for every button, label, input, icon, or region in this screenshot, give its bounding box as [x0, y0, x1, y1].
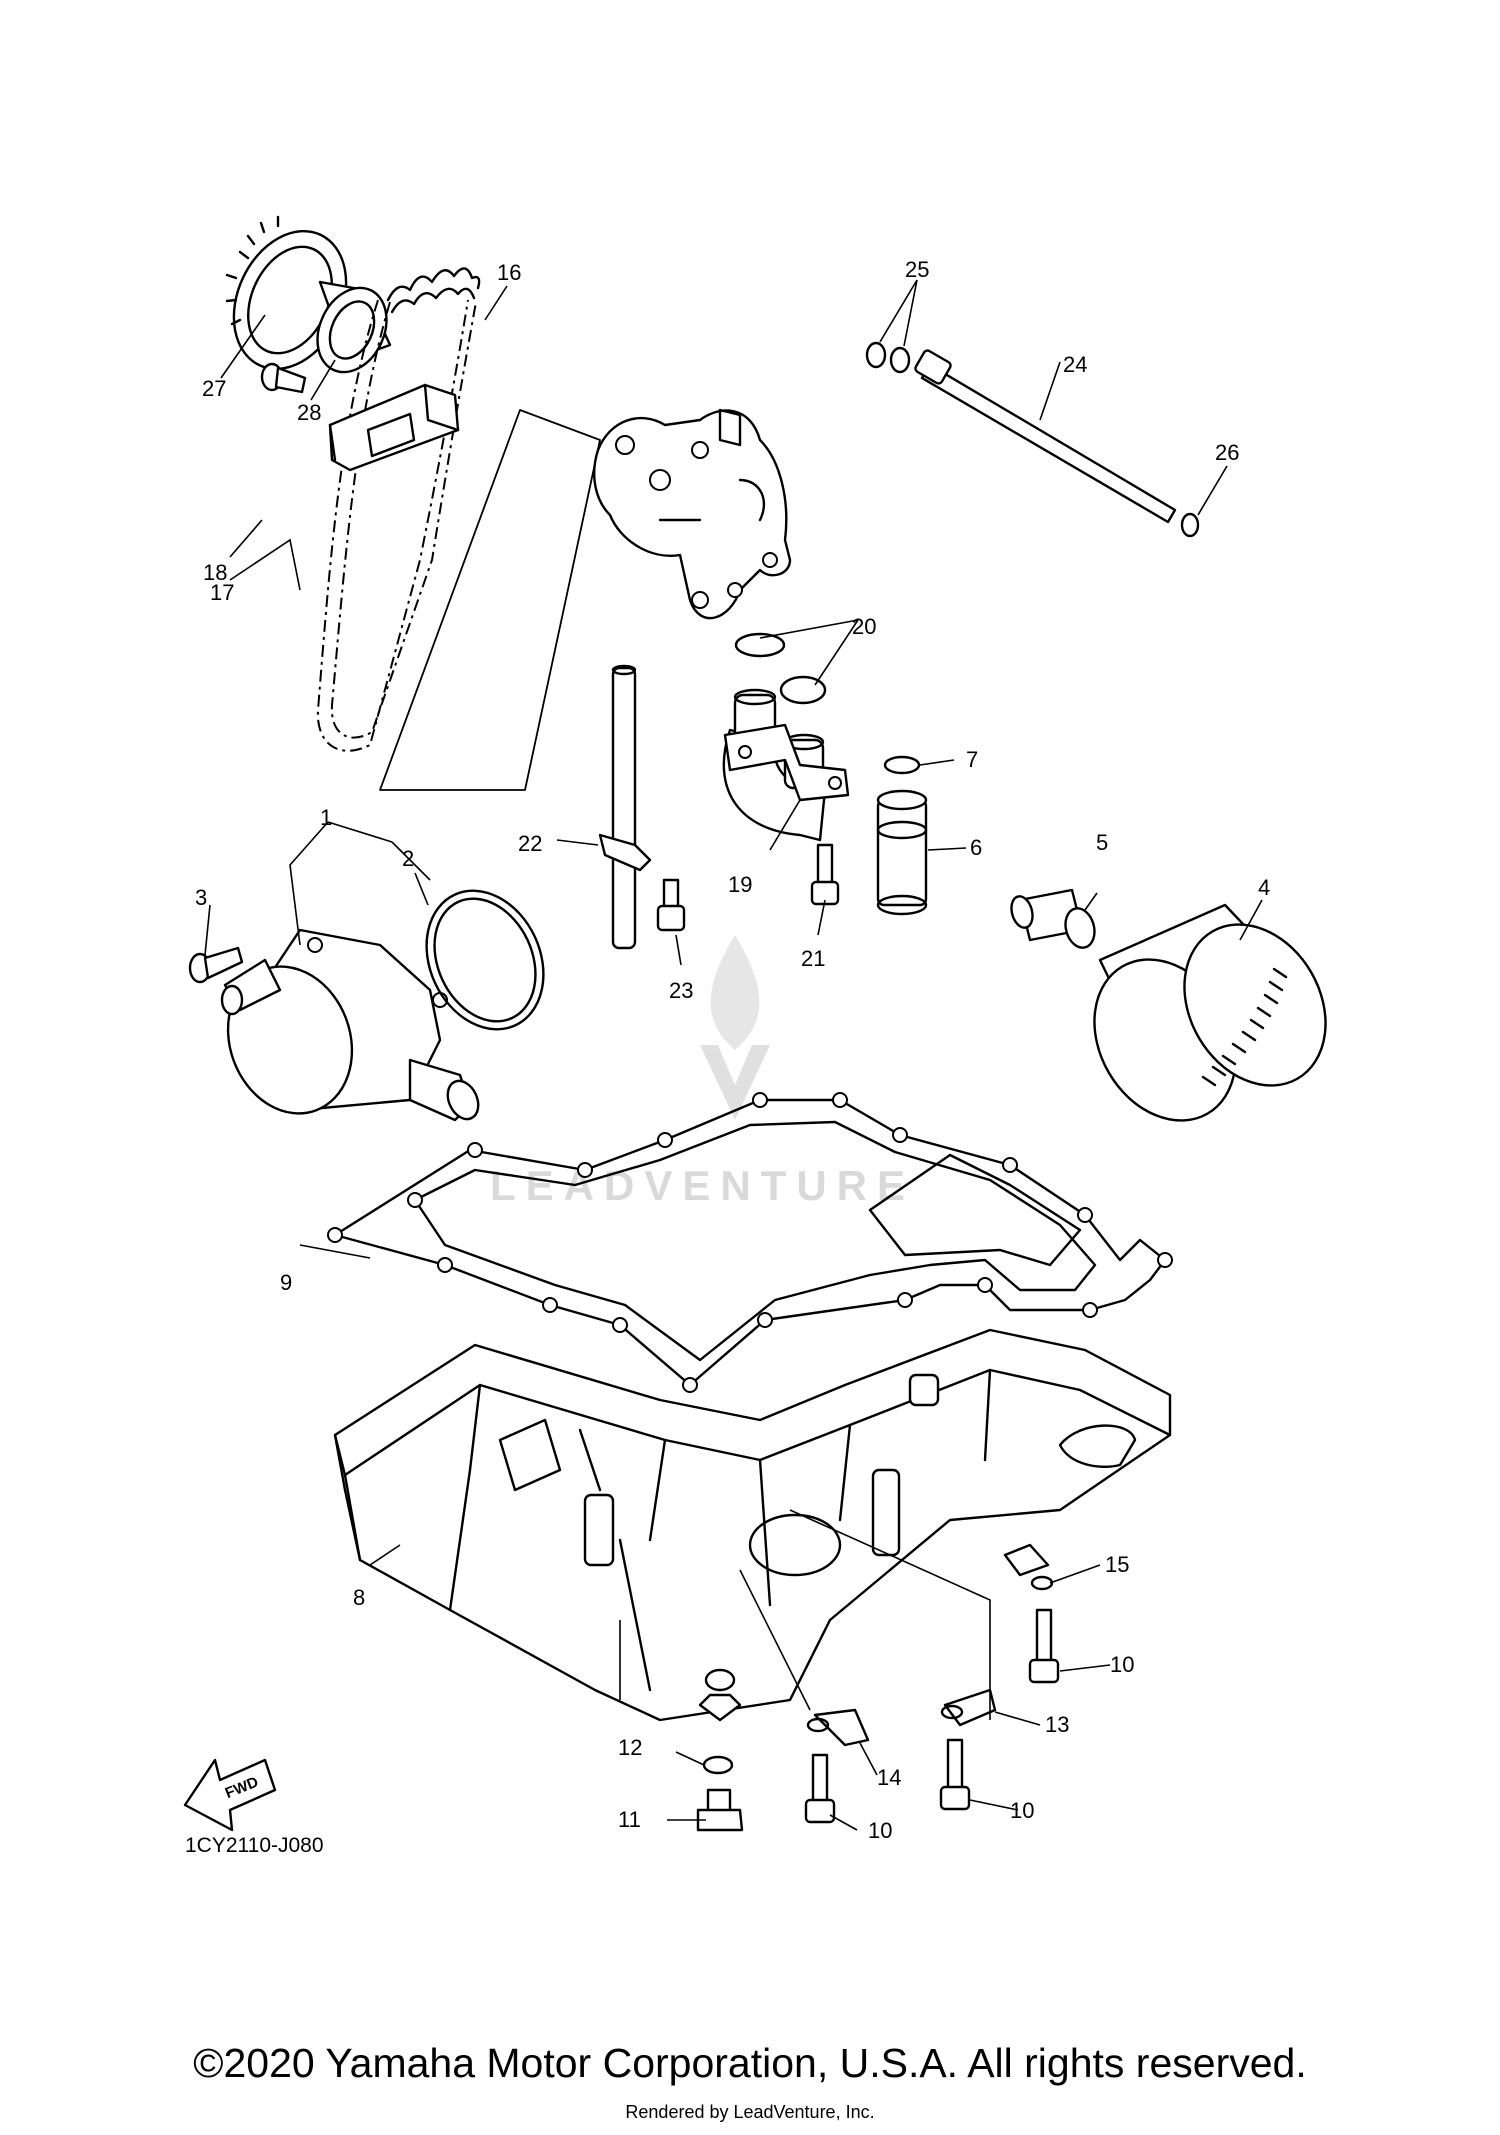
- clamp-13: [940, 1688, 997, 1727]
- bolt-18: [260, 362, 307, 394]
- o-ring-26: [1180, 512, 1200, 538]
- oil-delivery-pipe-24: [914, 349, 1177, 524]
- callout-4: 4: [1258, 875, 1270, 900]
- relief-valve-6: [876, 789, 928, 916]
- gasket-2: [425, 889, 545, 1031]
- leadventure-watermark: LEADVENTURE: [490, 935, 915, 1209]
- watermark-text: LEADVENTURE: [490, 1162, 915, 1209]
- union-bolt-5: [1010, 888, 1096, 949]
- callout-14: 14: [877, 1765, 901, 1790]
- callout-2: 2: [402, 846, 414, 871]
- callout-10b: 10: [868, 1818, 892, 1843]
- callout-17: 17: [210, 580, 234, 605]
- callout-22: 22: [518, 831, 542, 856]
- o-ring-20b: [779, 675, 827, 705]
- clamp-14: [806, 1708, 870, 1747]
- copyright-notice: ©2020 Yamaha Motor Corporation, U.S.A. A…: [193, 2040, 1307, 2086]
- oil-filter-4: [1093, 903, 1327, 1122]
- o-ring-25b: [889, 346, 911, 374]
- bolt-10b: [804, 1753, 836, 1824]
- callout-10a: 10: [1110, 1652, 1134, 1677]
- callout-21: 21: [801, 946, 825, 971]
- callout-26: 26: [1215, 440, 1239, 465]
- oil-pipe-19: [722, 688, 850, 842]
- rendered-by-notice: Rendered by LeadVenture, Inc.: [625, 2102, 875, 2122]
- callout-10c: 10: [1010, 1798, 1034, 1823]
- callout-25: 25: [905, 257, 929, 282]
- callout-19: 19: [728, 872, 752, 897]
- callout-8: 8: [353, 1585, 365, 1610]
- o-ring-7: [883, 755, 921, 775]
- bolt-23: [656, 878, 686, 932]
- callout-12: 12: [618, 1735, 642, 1760]
- callout-18: 18: [203, 560, 227, 585]
- callout-11: 11: [618, 1807, 641, 1832]
- oil-pan-8: [333, 1328, 1172, 1722]
- callout-9: 9: [280, 1270, 292, 1295]
- callout-20: 20: [852, 614, 876, 639]
- callout-numbers: 1 2 3 4 5 6 7 8 9 10 10 10 10 11 12 13 1…: [195, 257, 1270, 1843]
- bolt-3: [188, 946, 244, 984]
- callout-27: 27: [202, 376, 226, 401]
- callout-5: 5: [1096, 830, 1108, 855]
- callout-28: 28: [297, 400, 321, 425]
- callout-24: 24: [1063, 352, 1087, 377]
- drain-bolt-11: [696, 1788, 744, 1832]
- oil-cooler-1: [220, 928, 480, 1122]
- callout-6: 6: [970, 835, 982, 860]
- figure-code: 1CY2110-J080: [185, 1834, 324, 1857]
- clamp-15: [1003, 1543, 1054, 1591]
- callout-15: 15: [1105, 1552, 1129, 1577]
- callout-23: 23: [669, 978, 693, 1003]
- o-ring-25a: [865, 341, 887, 369]
- chain-guide-17: [328, 383, 460, 472]
- oil-pan-gasket-9: [327, 1092, 1173, 1393]
- callout-13: 13: [1045, 1712, 1069, 1737]
- bearing-28: [316, 280, 392, 374]
- o-ring-20a: [734, 632, 786, 658]
- washer-12: [702, 1755, 734, 1775]
- bolt-21: [810, 843, 840, 906]
- forward-direction-arrow: FWD: [183, 1758, 277, 1832]
- bolt-10a: [1028, 1608, 1060, 1684]
- bolt-10c: [939, 1738, 971, 1811]
- callout-16: 16: [497, 260, 521, 285]
- leader-lines: [204, 279, 1263, 1831]
- callout-7: 7: [966, 747, 978, 772]
- oil-pump-assembly: [379, 408, 792, 791]
- callout-3: 3: [195, 885, 207, 910]
- strainer-rod-22: [598, 664, 652, 950]
- callout-1: 1: [320, 805, 332, 830]
